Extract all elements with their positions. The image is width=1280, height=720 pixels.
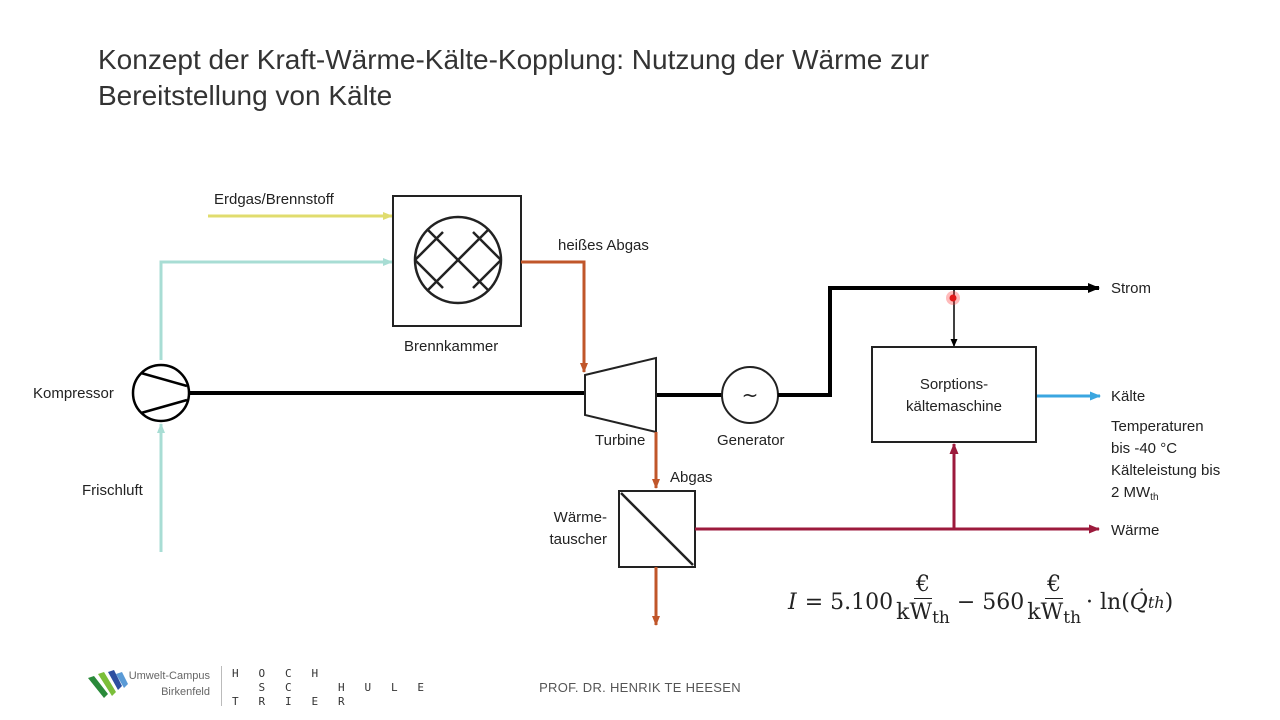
burner-icon: [413, 215, 503, 305]
erdgas-label: Erdgas/Brennstoff: [214, 191, 335, 208]
frischluft-label: Frischluft: [82, 482, 144, 499]
sorption-label-1: Sorptions-: [920, 376, 988, 393]
waerme-label: Wärme: [1111, 522, 1159, 539]
abgas-label: Abgas: [670, 469, 713, 486]
title-line-1: Konzept der Kraft-Wärme-Kälte-Kopplung: …: [98, 44, 930, 75]
investment-cost-formula: I = 5.100 € kWth − 560 € kWth · ln( Q̇ t…: [788, 572, 1173, 632]
logo-text-line-1: Umwelt-Campus: [128, 670, 210, 682]
hochschule-logo-line-1: H O C H: [232, 667, 319, 680]
formula-den-2-sub: th: [1063, 608, 1082, 628]
turbine-icon: [584, 356, 657, 434]
formula-den-1: kWth: [896, 599, 950, 632]
waermetauscher-label-2: tauscher: [549, 531, 607, 548]
formula-lhs: I: [788, 589, 797, 615]
formula-den-2: kWth: [1027, 599, 1081, 632]
formula-den-2-main: kW: [1027, 600, 1064, 625]
laser-pointer-dot: [946, 291, 960, 305]
sorption-label-2: kältemaschine: [906, 398, 1002, 415]
waermetauscher-label-1: Wärme-: [554, 509, 607, 526]
power-line: [778, 283, 1100, 397]
logo-separator: [221, 666, 222, 706]
umwelt-campus-logo-icon: [88, 670, 128, 698]
compressor-icon: [131, 363, 191, 423]
hochschule-logo-line-2: S C H U L E: [232, 681, 425, 694]
temp-line-2: bis -40 °C: [1111, 440, 1177, 457]
formula-eq: = 5.100: [804, 589, 894, 615]
strom-label: Strom: [1111, 280, 1151, 297]
formula-tail: · ln(: [1086, 589, 1130, 615]
hochschule-logo-line-3: T R I E R: [232, 695, 345, 708]
hot-gas-line: [521, 260, 588, 373]
formula-den-1-sub: th: [932, 608, 950, 628]
air-line-to-burner: [159, 258, 393, 360]
heat-exchanger-diagonal: [620, 492, 694, 566]
kompressor-label: Kompressor: [33, 385, 114, 402]
logo-text-line-2: Birkenfeld: [161, 686, 210, 698]
temp-line-4-sub: th: [1150, 492, 1158, 503]
temp-line-1: Temperaturen: [1111, 418, 1204, 435]
formula-num-2: €: [1045, 572, 1064, 599]
temp-line-3: Kälteleistung bis: [1111, 462, 1220, 479]
formula-q: Q̇: [1129, 589, 1148, 615]
author-footer: PROF. DR. HENRIK TE HEESEN: [539, 680, 741, 695]
formula-q-sub: th: [1147, 592, 1165, 612]
temp-line-4-main: 2 MW: [1111, 484, 1151, 501]
generator-symbol: ~: [742, 383, 759, 407]
formula-fraction-2: € kWth: [1027, 572, 1081, 632]
sorption-chiller-box: [871, 346, 1037, 443]
generator-label: Generator: [717, 432, 785, 449]
kaelte-label: Kälte: [1111, 388, 1145, 405]
title-line-2: Bereitstellung von Kälte: [98, 80, 393, 111]
formula-close: ): [1164, 589, 1174, 615]
turbine-label: Turbine: [595, 432, 645, 449]
page-title: Konzept der Kraft-Wärme-Kälte-Kopplung: …: [98, 42, 1198, 114]
formula-num-1: €: [913, 572, 932, 599]
heisses-abgas-label: heißes Abgas: [558, 237, 649, 254]
formula-fraction-1: € kWth: [896, 572, 950, 632]
formula-minus: − 560: [956, 589, 1025, 615]
temp-line-4: 2 MWth: [1111, 484, 1159, 503]
formula-den-1-main: kW: [896, 600, 933, 625]
brennkammer-label: Brennkammer: [404, 338, 498, 355]
